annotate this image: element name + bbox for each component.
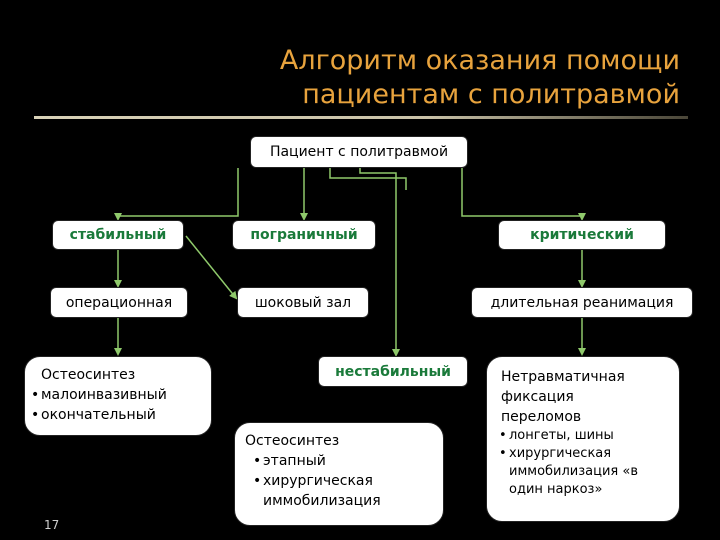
node-stable: стабильный [52, 220, 184, 250]
title-line-1: Алгоритм оказания помощи [279, 45, 680, 76]
list-item: окончательный [31, 405, 205, 425]
edge-root-unstable [359, 168, 400, 357]
stable-osteo-heading: Остеосинтез [41, 367, 136, 383]
slide-number: 17 [44, 518, 60, 532]
list-item: малоинвазивный [31, 385, 205, 405]
edge-root-bus [329, 168, 407, 190]
node-critical-fixation: Нетравматичная фиксация переломов лонгет… [486, 356, 680, 522]
unstable-osteo-list: этапный хирургическая иммобилизация [245, 451, 433, 511]
list-item: хирургическая иммобилизация «в один нарк… [499, 445, 659, 499]
slide-title: Алгоритм оказания помощи пациентам с пол… [80, 44, 680, 112]
node-unstable: нестабильный [318, 356, 468, 387]
node-critical: критический [498, 220, 666, 250]
node-unstable-osteosynthesis: Остеосинтез этапный хирургическая иммоби… [234, 422, 444, 526]
title-divider [34, 116, 688, 119]
node-stable-osteosynthesis: Остеосинтез малоинвазивный окончательный [24, 356, 212, 436]
node-long-icu: длительная реанимация [471, 287, 693, 318]
stable-osteo-list: малоинвазивный окончательный [31, 385, 205, 425]
list-item: лонгеты, шины [499, 427, 667, 445]
title-line-2: пациентам с политравмой [302, 79, 680, 110]
node-borderline: пограничный [232, 220, 376, 250]
critical-fixation-list: лонгеты, шины хирургическая иммобилизаци… [499, 427, 667, 499]
node-root: Пациент с политравмой [250, 136, 468, 168]
critical-fixation-heading: Нетравматичная фиксация переломов [501, 369, 625, 425]
edge-root-stable [114, 168, 239, 221]
node-operating-room: операционная [50, 287, 188, 318]
list-item: хирургическая иммобилизация [253, 471, 413, 511]
node-shock-room: шоковый зал [237, 287, 369, 318]
edge-root-critical [461, 168, 586, 221]
unstable-osteo-heading: Остеосинтез [245, 433, 340, 449]
edge-stable-shock [185, 235, 238, 300]
list-item: этапный [253, 451, 433, 471]
